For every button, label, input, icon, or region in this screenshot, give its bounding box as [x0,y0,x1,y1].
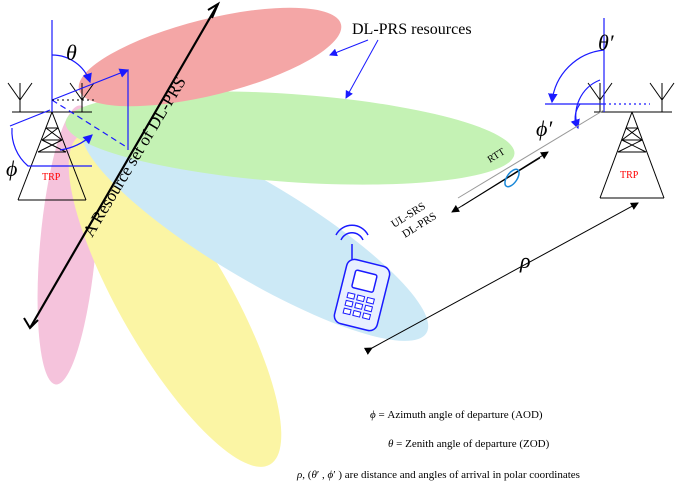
legend: ϕ = Azimuth angle of departure (AOD) θ =… [296,409,580,481]
beam-yellow [68,133,282,467]
legend-line-zod: θ = Zenith angle of departure (ZOD) [388,438,550,450]
handset-icon [333,224,391,332]
legend-line-aod: ϕ = Azimuth angle of departure (AOD) [370,409,543,421]
phi-prime-symbol: ϕ′ [536,116,553,141]
beam-green [65,91,515,185]
beam-red [78,7,342,107]
theta-symbol: θ [66,40,77,65]
right-angle-markings [548,49,605,130]
theta-prime-symbol: θ′ [598,30,615,55]
los-line [457,109,605,199]
left-angle-markings [9,54,130,167]
dl-prs-resources-label: DL-PRS resources [352,21,472,38]
phi-symbol: ϕ [6,156,17,181]
rho-symbol: ρ [519,248,531,273]
legend-line-polar: ρ, (θ′ , ϕ′ ) are distance and angles of… [296,469,580,481]
resources-pointer-arrows [329,39,379,99]
rtt-loop [504,168,520,188]
distance-arrow [363,202,639,355]
trp-left-label: TRP [42,172,61,183]
trp-right-label: TRP [620,170,639,181]
resource-set-sweep [23,1,221,330]
beam-lobes [37,7,515,467]
trp-left-tower [7,82,95,201]
trp-right-tower [587,82,675,199]
